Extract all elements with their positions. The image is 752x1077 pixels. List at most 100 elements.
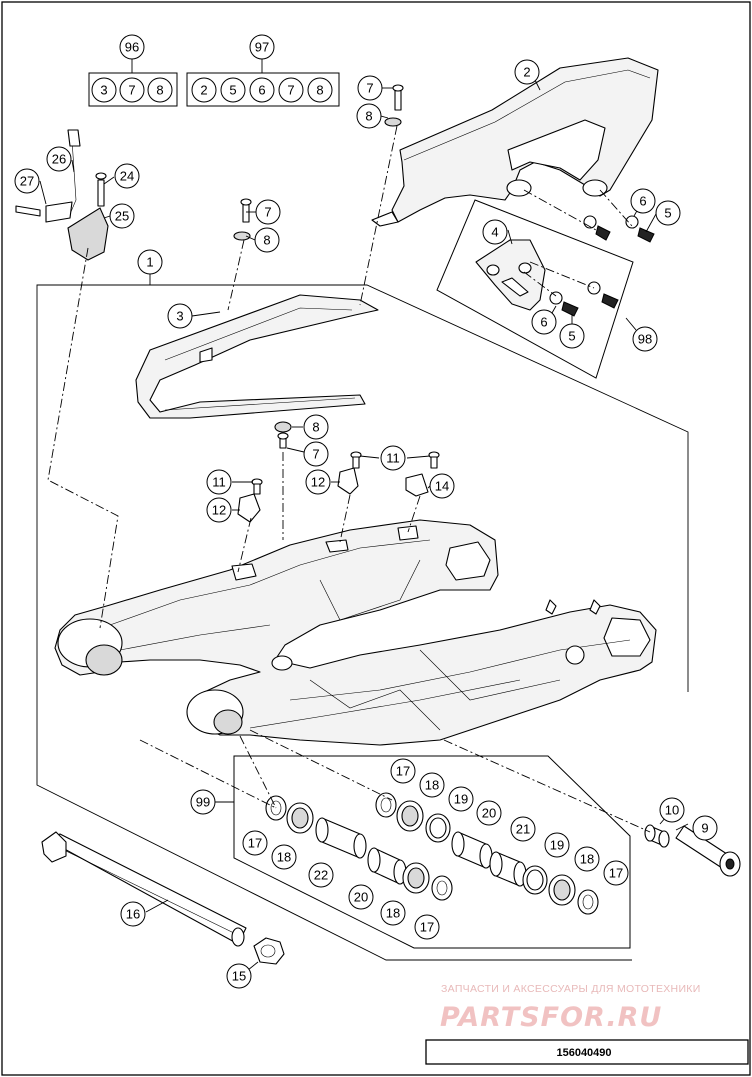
svg-text:9: 9: [701, 821, 708, 836]
svg-text:3: 3: [176, 309, 183, 324]
callout-18-c: 18: [419, 772, 445, 798]
watermark-caption: ЗАПЧАСТИ И АКСЕССУАРЫ ДЛЯ МОТОТЕХНИКИ: [441, 983, 701, 995]
callout-19-a: 19: [448, 786, 474, 812]
svg-text:8: 8: [316, 83, 323, 98]
kit-97-part-2: 5: [220, 77, 246, 103]
svg-text:18: 18: [386, 906, 400, 921]
svg-text:5: 5: [568, 329, 575, 344]
svg-text:7: 7: [366, 81, 373, 96]
callout-18-b: 18: [380, 900, 406, 926]
leader-lines: [39, 75, 689, 971]
callout-17-c: 17: [390, 758, 416, 784]
diagram-number: 156040490: [556, 1047, 611, 1059]
kit-98-outline: [436, 199, 634, 379]
callout-17-b: 17: [414, 914, 440, 940]
svg-text:12: 12: [311, 475, 325, 490]
callout-7-center: 7: [303, 441, 329, 467]
svg-text:2: 2: [200, 83, 207, 98]
callout-96: 96: [119, 34, 145, 60]
svg-text:4: 4: [491, 225, 498, 240]
callout-10: 10: [659, 797, 685, 823]
svg-text:17: 17: [420, 920, 434, 935]
callout-25: 25: [109, 203, 135, 229]
callout-7-slider: 7: [255, 199, 281, 225]
fasteners: [233, 84, 655, 523]
callout-99: 99: [190, 789, 216, 815]
callout-18-a: 18: [271, 844, 297, 870]
callout-20-b: 20: [476, 800, 502, 826]
svg-text:19: 19: [550, 838, 564, 853]
callout-26: 26: [46, 146, 72, 172]
callout-6-guard: 6: [630, 188, 656, 214]
pivot-axle: [41, 831, 247, 947]
sensor-holder: [67, 172, 109, 261]
callout-5-guide: 5: [559, 323, 585, 349]
svg-text:14: 14: [435, 479, 449, 494]
callout-21: 21: [510, 816, 536, 842]
kit-96: [88, 59, 178, 107]
svg-text:27: 27: [20, 174, 34, 189]
axle-nut: [253, 937, 285, 965]
callout-8-center: 8: [303, 414, 329, 440]
kit-99-outline: [233, 755, 631, 949]
callout-20-a: 20: [348, 884, 374, 910]
svg-text:26: 26: [52, 152, 66, 167]
kit-97-part-4: 7: [278, 77, 304, 103]
callout-14: 14: [429, 473, 455, 499]
callout-15: 15: [226, 963, 252, 989]
svg-text:8: 8: [365, 109, 372, 124]
svg-text:98: 98: [638, 332, 652, 347]
diagram-number-box: 156040490: [425, 1039, 749, 1065]
svg-text:8: 8: [263, 233, 270, 248]
callout-11-left: 11: [206, 469, 232, 495]
callout-8-slider: 8: [254, 227, 280, 253]
kit-97-part-3: 6: [249, 77, 275, 103]
svg-text:6: 6: [639, 194, 646, 209]
kit-97-part-1: 2: [191, 77, 217, 103]
kit-96-part-3: 8: [147, 77, 173, 103]
assembly-outline: [36, 272, 689, 961]
svg-text:6: 6: [258, 83, 265, 98]
svg-text:6: 6: [540, 315, 547, 330]
kit-96-part-1: 3: [91, 77, 117, 103]
pivot-washer: [644, 824, 670, 848]
svg-text:17: 17: [396, 764, 410, 779]
svg-text:7: 7: [264, 205, 271, 220]
svg-text:24: 24: [120, 169, 134, 184]
callout-97: 97: [249, 34, 275, 60]
svg-text:11: 11: [386, 451, 400, 466]
svg-text:7: 7: [312, 447, 319, 462]
svg-text:20: 20: [354, 890, 368, 905]
callout-4: 4: [482, 219, 508, 245]
callout-27: 27: [14, 168, 40, 194]
bearing-kit: [265, 792, 599, 915]
pivot-bolt: [675, 825, 741, 877]
callout-5-guard: 5: [655, 200, 681, 226]
callout-9: 9: [692, 815, 718, 841]
callout-19-b: 19: [544, 832, 570, 858]
callout-2: 2: [514, 59, 540, 85]
svg-text:12: 12: [212, 503, 226, 518]
callout-12-mid: 12: [305, 469, 331, 495]
chain-guide: [475, 239, 546, 311]
svg-text:20: 20: [482, 806, 496, 821]
callout-3: 3: [167, 303, 193, 329]
svg-text:5: 5: [664, 206, 671, 221]
svg-text:11: 11: [212, 475, 226, 490]
callout-7-top: 7: [357, 75, 383, 101]
kit-97: [186, 59, 340, 107]
callout-17-a: 17: [242, 830, 268, 856]
chain-slider: [135, 294, 379, 419]
kit-96-part-2: 7: [119, 77, 145, 103]
svg-text:18: 18: [580, 852, 594, 867]
callout-16: 16: [120, 901, 146, 927]
watermark: ЗАПЧАСТИ И АКСЕССУАРЫ ДЛЯ МОТОТЕХНИКИ PA…: [440, 983, 701, 1033]
callout-8-top: 8: [356, 103, 382, 129]
svg-text:1: 1: [146, 255, 153, 270]
kit-97-part-5: 8: [307, 77, 333, 103]
sensor-cable: [15, 129, 81, 223]
svg-text:99: 99: [196, 795, 210, 810]
callout-1: 1: [137, 249, 163, 275]
